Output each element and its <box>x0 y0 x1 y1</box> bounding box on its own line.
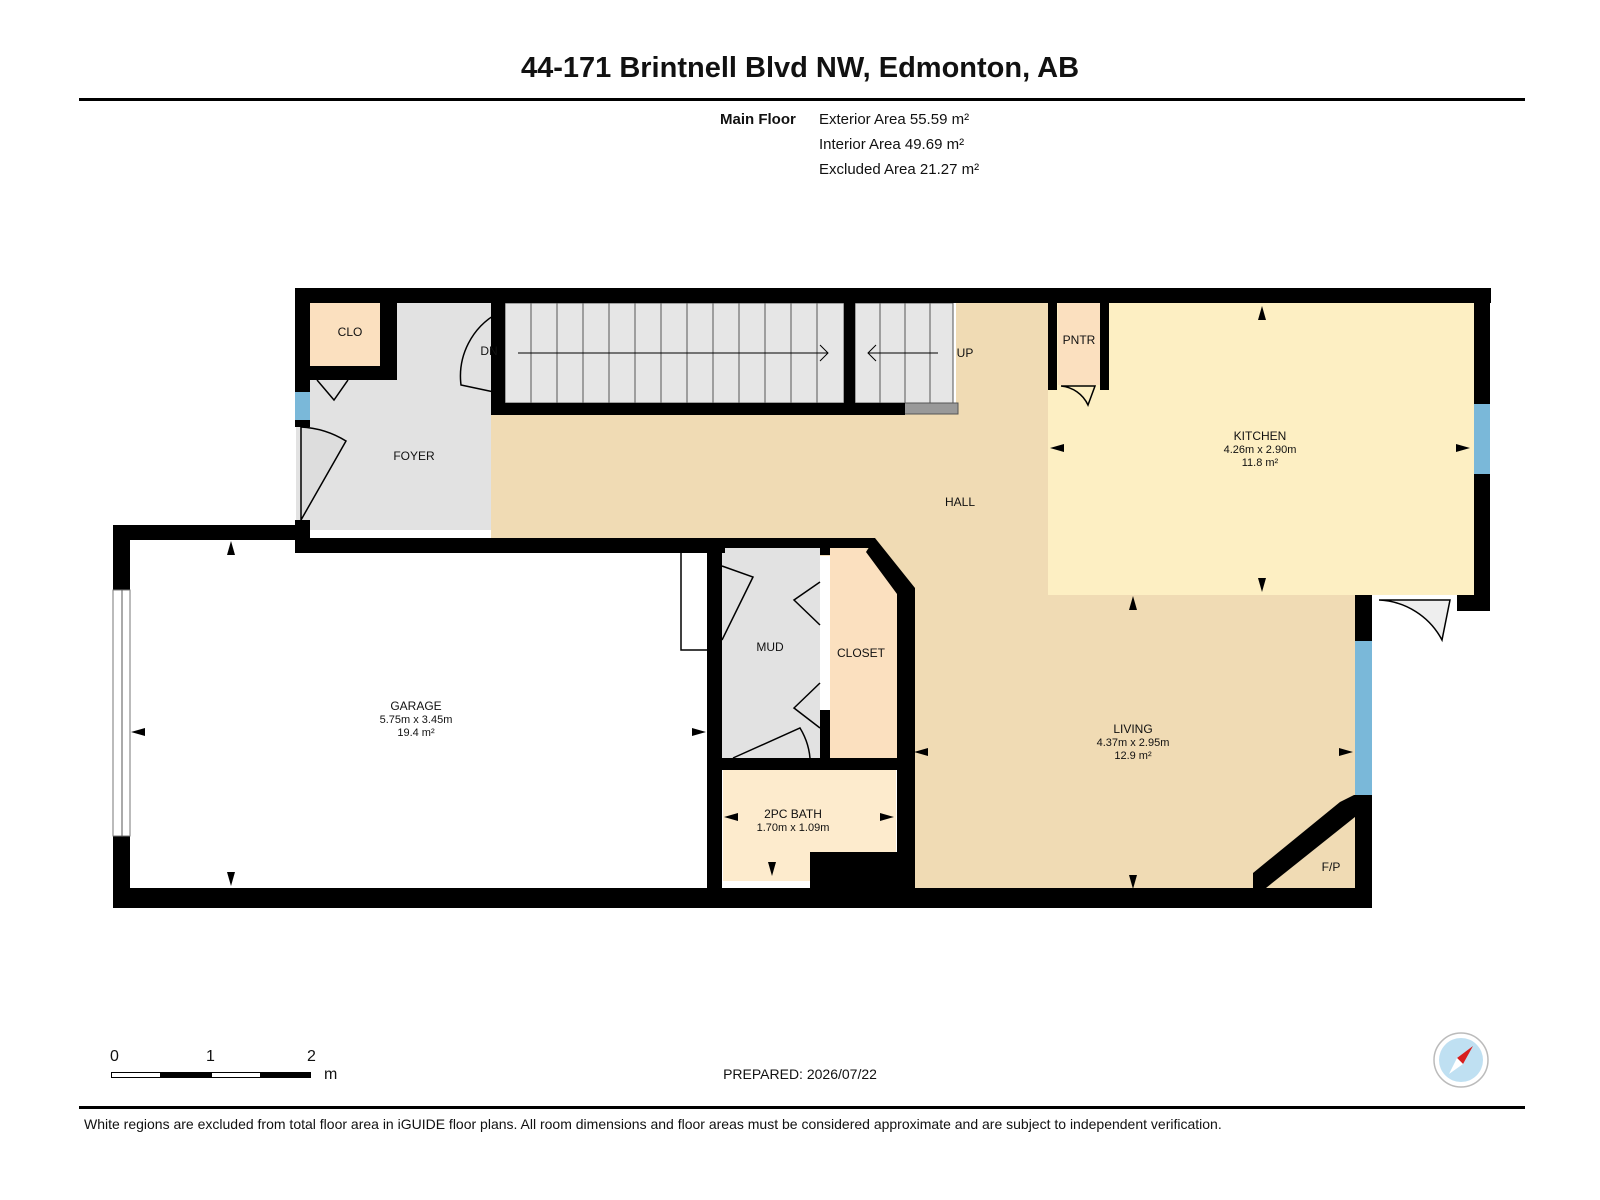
living-area: 12.9 m² <box>1114 750 1152 762</box>
foyer-label: FOYER <box>393 449 435 463</box>
kitchen-area: 11.8 m² <box>1242 457 1279 469</box>
scale-segment <box>211 1072 261 1078</box>
garage-size: 5.75m x 3.45m <box>380 714 453 726</box>
upper-hall-floor <box>956 303 1050 423</box>
footer-divider <box>79 1106 1525 1109</box>
closet-label: CLOSET <box>837 646 886 660</box>
dimension-markers <box>131 306 1470 889</box>
hall-living-floor <box>491 412 1355 895</box>
mud-label: MUD <box>756 640 784 654</box>
clo-floor <box>310 303 390 366</box>
stairs-up-label: UP <box>957 346 974 360</box>
fireplace-label: F/P <box>1322 860 1341 874</box>
kitchen-label: KITCHEN <box>1234 429 1287 443</box>
scale-tick-1: 1 <box>206 1048 215 1065</box>
clo-label: CLO <box>338 325 363 339</box>
kitchen-size: 4.26m x 2.90m <box>1224 444 1297 456</box>
compass-north-label: N <box>1433 1073 1435 1086</box>
pantry-label: PNTR <box>1063 333 1096 347</box>
scale-segment <box>111 1072 161 1078</box>
garage-label: GARAGE <box>390 699 441 713</box>
excluded-area: Excluded Area 21.27 m² <box>819 161 980 178</box>
mud-floor <box>720 538 820 758</box>
exterior-area: Exterior Area 55.59 m² <box>819 111 970 128</box>
living-label: LIVING <box>1113 722 1152 736</box>
stairs-down-label: DN <box>480 344 497 358</box>
bath-label: 2PC BATH <box>764 807 822 821</box>
windows <box>112 392 1490 837</box>
hall-label: HALL <box>945 495 975 509</box>
interior-area: Interior Area 49.69 m² <box>819 136 965 153</box>
floor-name: Main Floor <box>720 111 796 128</box>
bath-size: 1.70m x 1.09m <box>757 822 830 834</box>
scale-segment <box>261 1072 311 1078</box>
staircase <box>493 302 959 415</box>
garage-area: 19.4 m² <box>397 727 435 739</box>
disclaimer: White regions are excluded from total fl… <box>84 1116 1222 1132</box>
scale-unit: m <box>324 1066 338 1083</box>
scale-tick-0: 0 <box>110 1048 119 1065</box>
living-size: 4.37m x 2.95m <box>1097 737 1170 749</box>
scale-bar: 0 1 2 m <box>110 1048 370 1093</box>
scale-segment <box>161 1072 211 1078</box>
walls <box>113 288 1491 908</box>
pantry-floor <box>1058 303 1102 385</box>
kitchen-floor <box>1048 303 1474 595</box>
compass-icon: N <box>1433 1032 1489 1088</box>
prepared-date: PREPARED: 2026/07/22 <box>723 1066 877 1082</box>
page-title: 44-171 Brintnell Blvd NW, Edmonton, AB <box>520 52 1080 84</box>
title-divider <box>79 98 1525 101</box>
closet-floor <box>830 548 897 759</box>
doors <box>300 312 1451 771</box>
garage-floor <box>130 540 710 890</box>
scale-tick-2: 2 <box>307 1048 316 1065</box>
